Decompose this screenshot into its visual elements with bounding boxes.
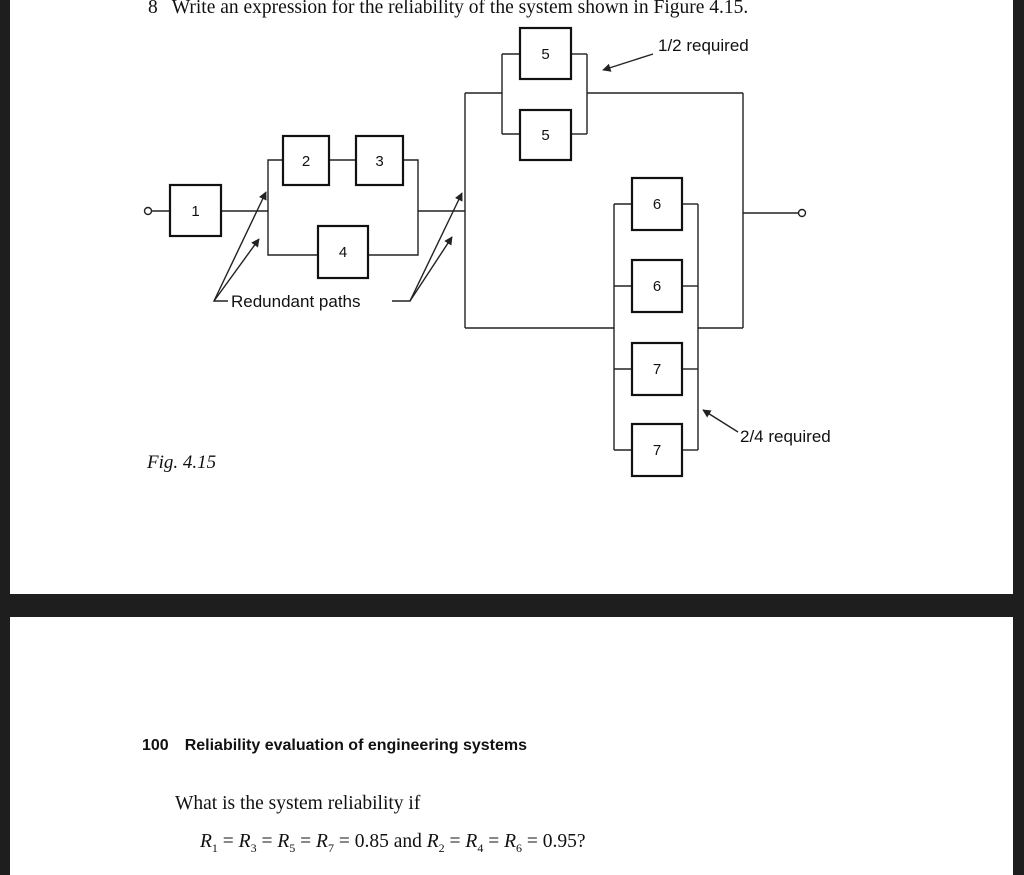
textbook-page-top: 8 Write an expression for the reliability…	[10, 0, 1013, 594]
block-7-upper-label: 7	[653, 361, 661, 378]
block-4: 4	[316, 224, 370, 280]
block-5-lower-label: 5	[541, 127, 549, 144]
redundant-arrow-left-2	[213, 238, 260, 302]
annotation-redundant: Redundant paths	[212, 191, 463, 311]
equation-subscript: 7	[327, 840, 334, 855]
redundant-arrow-right-1	[392, 192, 463, 302]
annotation-top-label: 1/2 required	[658, 36, 749, 55]
block-7-upper: 7	[630, 341, 684, 397]
block-5-upper: 5	[518, 26, 573, 81]
running-head: 100 Reliability evaluation of engineering…	[142, 737, 527, 755]
output-terminal	[797, 208, 807, 218]
block-4-label: 4	[339, 244, 347, 261]
block-7-lower: 7	[630, 422, 684, 478]
equation-right-terms: R2 = R4 = R6 =	[426, 831, 543, 855]
reliability-block-diagram: 1 2 3 4 5 5 6 6 7 7 1/2 required	[143, 26, 831, 478]
connection-wires	[143, 53, 807, 451]
block-1-label: 1	[191, 203, 199, 220]
equation-right-value: 0.95?	[542, 831, 586, 852]
annotation-top-arrow	[602, 53, 654, 72]
redundant-arrow-right-2	[409, 236, 453, 302]
equation-subscript: 2	[438, 840, 445, 855]
reliability-equation: R1 = R3 = R5 = R7 = 0.85 and R2 = R4 = R…	[200, 831, 586, 856]
block-2-label: 2	[302, 153, 310, 170]
equation-symbol: R	[504, 831, 516, 852]
block-1: 1	[168, 183, 223, 238]
annotation-top: 1/2 required	[602, 36, 749, 72]
block-6-upper-label: 6	[653, 196, 661, 213]
running-head-title: Reliability evaluation of engineering sy…	[184, 737, 528, 754]
equation-subscript: 4	[477, 840, 484, 855]
prompt-text: What is the system reliability if	[175, 793, 421, 814]
question-line: 8 Write an expression for the reliability…	[148, 0, 748, 19]
block-6-lower-label: 6	[653, 278, 661, 295]
equation-subscript: 3	[250, 840, 257, 855]
equation-conjunction: and	[393, 831, 422, 852]
textbook-page-bottom: 100 Reliability evaluation of engineering…	[10, 617, 1013, 875]
block-3: 3	[354, 134, 405, 187]
input-terminal	[143, 206, 153, 216]
page-number: 100	[142, 737, 169, 754]
equation-left-terms: R1 = R3 = R5 = R7 =	[200, 831, 355, 855]
annotation-bottom-label: 2/4 required	[740, 427, 831, 446]
block-6-upper: 6	[630, 176, 684, 232]
equation-symbol: R	[316, 831, 328, 852]
annotation-redundant-label: Redundant paths	[231, 292, 361, 311]
equation-symbol: R	[426, 831, 439, 852]
block-6-lower: 6	[630, 258, 684, 314]
equation-symbol: R	[238, 831, 251, 852]
block-3-label: 3	[375, 153, 383, 170]
equation-left-value: 0.85	[354, 831, 389, 852]
figure-caption: Fig. 4.15	[147, 452, 217, 473]
equation-subscript: 5	[289, 840, 296, 855]
annotation-bottom: 2/4 required	[702, 409, 831, 446]
equation-symbol: R	[200, 831, 212, 852]
equation-subscript: 6	[515, 840, 522, 855]
block-5-lower: 5	[518, 108, 573, 162]
annotation-bottom-arrow	[702, 409, 739, 433]
block-5-upper-label: 5	[541, 46, 549, 63]
equation-symbol: R	[277, 831, 290, 852]
block-2: 2	[281, 134, 331, 187]
question-text: Write an expression for the reliability …	[171, 0, 749, 18]
block-7-lower-label: 7	[653, 442, 661, 459]
question-number: 8	[148, 0, 158, 18]
equation-subscript: 1	[211, 840, 218, 855]
equation-symbol: R	[465, 831, 478, 852]
